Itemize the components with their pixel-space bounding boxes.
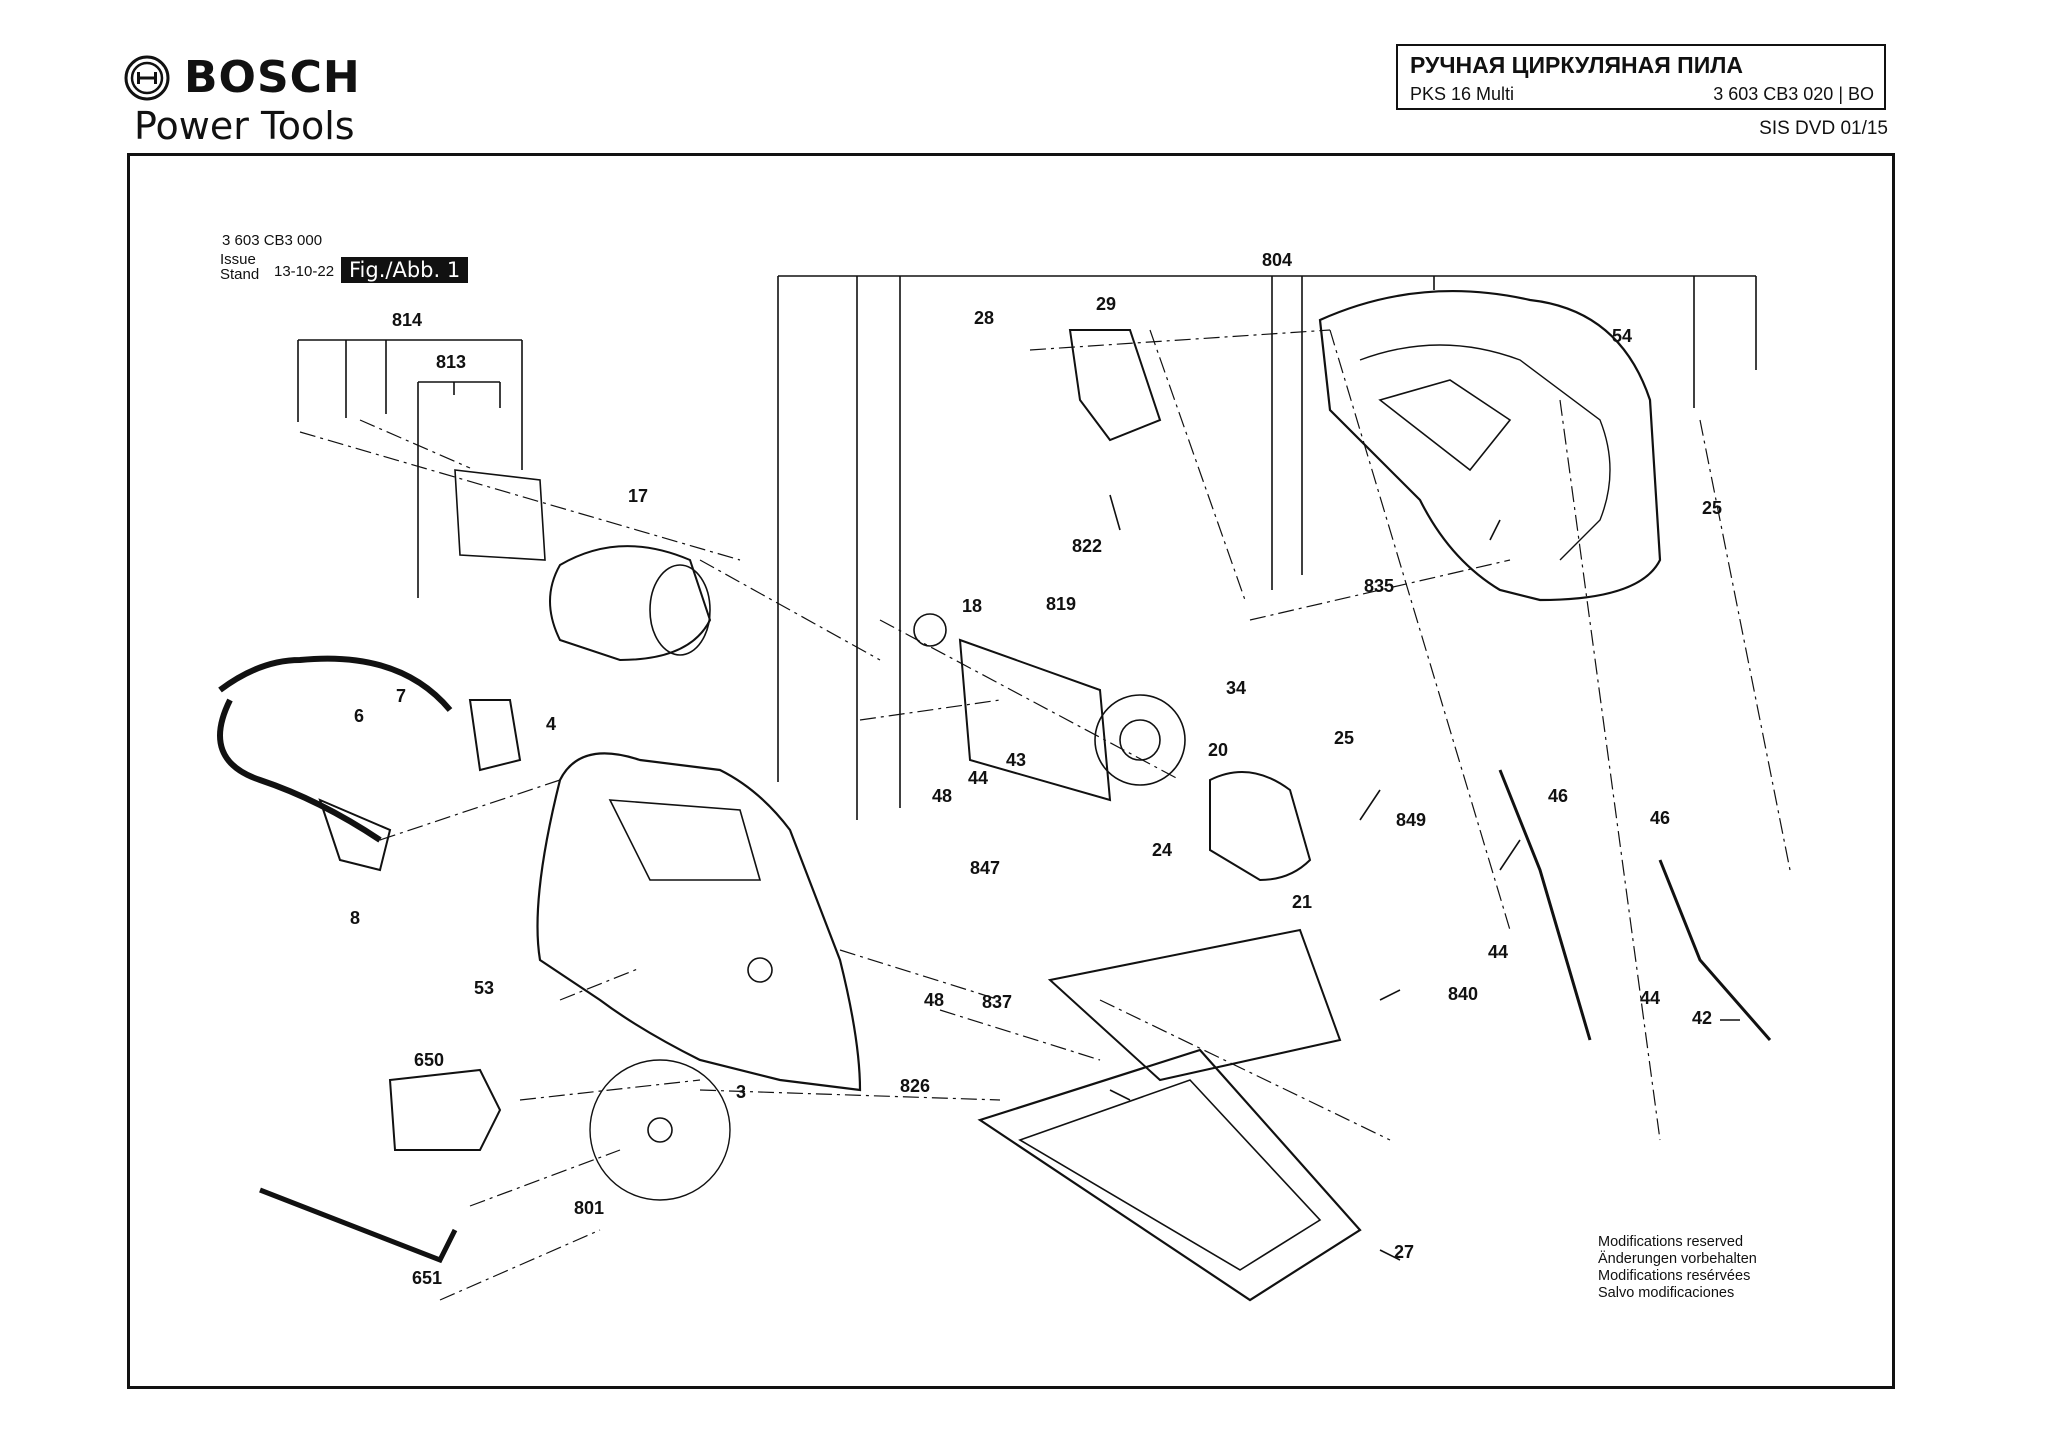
- issue-date: 13-10-22: [274, 263, 335, 280]
- part-label: 813: [436, 352, 466, 372]
- part-label: 837: [982, 992, 1012, 1012]
- source-label: SIS DVD 01/15: [1759, 118, 1888, 139]
- note-line: Modifications reserved: [1598, 1234, 1744, 1250]
- part-label: 3: [736, 1082, 746, 1102]
- part-label: 20: [1208, 740, 1228, 760]
- part-label: 4: [546, 714, 556, 734]
- part-label: 17: [628, 486, 648, 506]
- part-label: 18: [962, 596, 982, 616]
- part-label: 7: [396, 686, 406, 706]
- part-label: 840: [1448, 984, 1478, 1004]
- figure-label: Fig./Abb. 1: [341, 257, 469, 283]
- part-label: 48: [924, 990, 944, 1010]
- part-labels: 804 814 813 28 29 54 17 25 822 18 819 83…: [350, 250, 1722, 1288]
- part-label: 43: [1006, 750, 1026, 770]
- part-label: 25: [1702, 498, 1722, 518]
- note-line: Änderungen vorbehalten: [1598, 1251, 1757, 1267]
- assembly-guides: [299, 329, 1791, 1301]
- part-label: 835: [1364, 576, 1394, 596]
- part-label: 48: [932, 786, 952, 806]
- part-label: 29: [1096, 294, 1116, 314]
- part-label: 42: [1692, 1008, 1712, 1028]
- document-title: РУЧНАЯ ЦИРКУЛЯНАЯ ПИЛА: [1410, 52, 1743, 78]
- part-label: 21: [1292, 892, 1312, 912]
- part-label: 814: [392, 310, 422, 330]
- part-label: 801: [574, 1198, 604, 1218]
- part-label: 849: [1396, 810, 1426, 830]
- issue-stand-label: Issue Stand: [220, 251, 260, 283]
- part-label: 804: [1262, 250, 1292, 270]
- brand-name: BOSCH: [184, 52, 361, 103]
- part-label: 46: [1650, 808, 1670, 828]
- part-label: 25: [1334, 728, 1354, 748]
- part-label: 8: [350, 908, 360, 928]
- sub-brand: Power Tools: [134, 104, 355, 148]
- modification-notes: Modifications reserved Änderungen vorbeh…: [1598, 1234, 1757, 1302]
- part-label: 651: [412, 1268, 442, 1288]
- drawing-number: 3 603 CB3 000: [222, 232, 323, 249]
- part-label: 44: [1640, 988, 1660, 1008]
- note-line: Modifications resérvées: [1598, 1268, 1751, 1284]
- bosch-logo: BOSCH: [124, 52, 361, 103]
- part-label: 44: [968, 768, 988, 788]
- part-label: 826: [900, 1076, 930, 1096]
- title-box: РУЧНАЯ ЦИРКУЛЯНАЯ ПИЛА PKS 16 Multi 3 60…: [1396, 44, 1886, 110]
- part-label: 24: [1152, 840, 1172, 860]
- part-label: 822: [1072, 536, 1102, 556]
- part-label: 650: [414, 1050, 444, 1070]
- bosch-armature-icon: [124, 55, 170, 100]
- drawing-linework: [217, 275, 1791, 1302]
- part-label: 847: [970, 858, 1000, 878]
- part-label: 819: [1046, 594, 1076, 614]
- diagram-frame: [127, 153, 1895, 1389]
- part-number: 3 603 CB3 020 | BO: [1713, 84, 1874, 104]
- part-label: 44: [1488, 942, 1508, 962]
- part-label: 27: [1394, 1242, 1414, 1262]
- note-line: Salvo modificaciones: [1598, 1285, 1735, 1301]
- part-label: 28: [974, 308, 994, 328]
- part-label: 53: [474, 978, 494, 998]
- part-label: 46: [1548, 786, 1568, 806]
- model-name: PKS 16 Multi: [1410, 84, 1515, 104]
- part-label: 6: [354, 706, 364, 726]
- part-label: 34: [1226, 678, 1246, 698]
- part-label: 54: [1612, 326, 1632, 346]
